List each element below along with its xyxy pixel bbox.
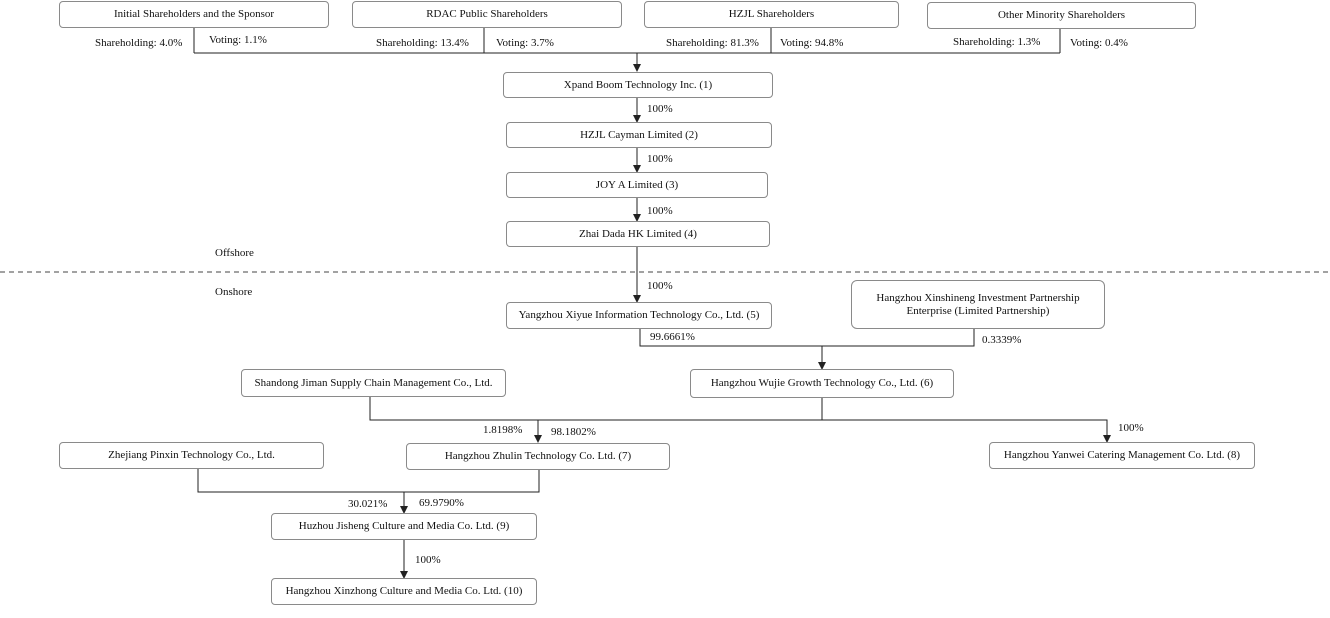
hzjl-voting-label: Voting: 94.8% [780,37,844,49]
pct-cayman-to-joy: 100% [647,153,673,165]
pct-jisheng-to-xinzhong: 100% [415,554,441,566]
rdac-shareholding-label: Shareholding: 13.4% [376,37,469,49]
joy-a-box: JOY A Limited (3) [506,172,768,198]
pct-pinxin-to-jisheng: 30.021% [348,498,388,510]
hzjl-cayman-box: HZJL Cayman Limited (2) [506,122,772,148]
pct-shandong-to-zhulin: 1.8198% [483,424,523,436]
line-pinxin-zhulin [197,469,540,493]
xpand-boom-box: Xpand Boom Technology Inc. (1) [503,72,773,98]
pct-xpand-to-cayman: 100% [647,103,673,115]
huzhou-jisheng-box: Huzhou Jisheng Culture and Media Co. Ltd… [271,513,537,540]
hangzhou-zhulin-box: Hangzhou Zhulin Technology Co. Ltd. (7) [406,443,670,470]
pct-xinshineng-to-wujie: 0.3339% [982,334,1022,346]
wujie-growth-box: Hangzhou Wujie Growth Technology Co., Lt… [690,369,954,398]
initial-voting-label: Voting: 1.1% [209,34,267,46]
rdac-voting-label: Voting: 3.7% [496,37,554,49]
offshore-label: Offshore [215,247,254,259]
pct-zhulin-to-jisheng: 69.9790% [419,497,464,509]
pct-wujie-to-yanwei: 100% [1118,422,1144,434]
zhejiang-pinxin-box: Zhejiang Pinxin Technology Co., Ltd. [59,442,324,469]
shandong-jiman-box: Shandong Jiman Supply Chain Management C… [241,369,506,397]
other-shareholding-label: Shareholding: 1.3% [953,36,1041,48]
hangzhou-yanwei-box: Hangzhou Yanwei Catering Management Co. … [989,442,1255,469]
pct-joy-to-zhai: 100% [647,205,673,217]
pct-yangzhou-to-wujie: 99.6661% [650,331,695,343]
other-minority-shareholders-box: Other Minority Shareholders [927,2,1196,29]
other-voting-label: Voting: 0.4% [1070,37,1128,49]
pct-zhai-to-yangzhou: 100% [647,280,673,292]
initial-shareholders-box: Initial Shareholders and the Sponsor [59,1,329,28]
zhai-dada-box: Zhai Dada HK Limited (4) [506,221,770,247]
yangzhou-xiyue-box: Yangzhou Xiyue Information Technology Co… [506,302,772,329]
hzjl-shareholding-label: Shareholding: 81.3% [666,37,759,49]
onshore-label: Onshore [215,286,253,298]
xinshineng-partnership-box: Hangzhou Xinshineng Investment Partnersh… [851,280,1105,329]
initial-shareholding-label: Shareholding: 4.0% [95,37,183,49]
line-to-yanwei [369,397,1111,443]
hzjl-shareholders-box: HZJL Shareholders [644,1,899,28]
line-yangzhou-xinshineng [639,329,975,347]
pct-wujie-to-zhulin: 98.1802% [551,426,596,438]
rdac-public-shareholders-box: RDAC Public Shareholders [352,1,622,28]
hangzhou-xinzhong-box: Hangzhou Xinzhong Culture and Media Co. … [271,578,537,605]
